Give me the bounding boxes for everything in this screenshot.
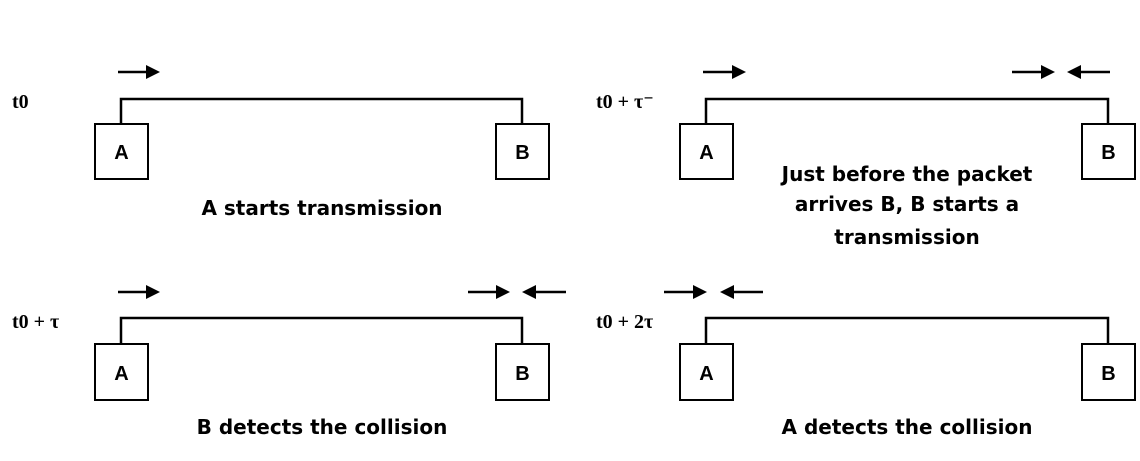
node-a-box (94, 343, 149, 401)
node-a-box (679, 123, 734, 180)
caption-line-1: Just before the packet (780, 162, 1033, 186)
bus-line (119, 316, 524, 344)
node-a-label: A (114, 363, 128, 385)
panel-t0-plus-tau: t0 + τ A B B detects the collision (12, 285, 566, 439)
caption: A detects the collision (782, 415, 1033, 439)
right-arrow-icon (118, 65, 160, 79)
left-arrow-icon (522, 285, 566, 299)
caption: A starts transmission (201, 196, 442, 220)
panel-t0-plus-tau-minus: t0 + τ⁻ A B Just before the packet arriv… (596, 65, 1136, 249)
node-b-label: B (1101, 142, 1115, 164)
node-b-label: B (1101, 363, 1115, 385)
right-arrow-icon (664, 285, 707, 299)
node-b-box (495, 123, 550, 180)
node-a-label: A (699, 142, 713, 164)
panel-t0-plus-2tau: t0 + 2τ A B A detects the collision (596, 285, 1136, 439)
node-a-label: A (699, 363, 713, 385)
node-b-label: B (515, 363, 529, 385)
right-arrow-icon (703, 65, 746, 79)
node-b-box (1081, 343, 1136, 401)
right-arrow-icon (118, 285, 160, 299)
node-a-box (94, 123, 149, 180)
time-label: t0 + τ⁻ (596, 91, 654, 113)
node-b-box (1081, 123, 1136, 180)
caption: B detects the collision (197, 415, 448, 439)
right-arrow-icon (468, 285, 510, 299)
node-a-box (679, 343, 734, 401)
time-label: t0 + τ (12, 311, 59, 333)
node-b-box (495, 343, 550, 401)
left-arrow-icon (1067, 65, 1110, 79)
time-label: t0 (12, 91, 29, 113)
right-arrow-icon (1012, 65, 1055, 79)
caption-line-3: transmission (834, 225, 979, 249)
bus-line (119, 97, 524, 124)
bus-line (704, 97, 1110, 124)
node-a-label: A (114, 142, 128, 164)
caption-line-2: arrives B, B starts a (795, 192, 1019, 216)
node-b-label: B (515, 142, 529, 164)
time-label: t0 + 2τ (596, 311, 653, 333)
bus-line (704, 316, 1110, 344)
panel-t0: t0 A B A starts transmission (12, 65, 550, 220)
left-arrow-icon (720, 285, 763, 299)
